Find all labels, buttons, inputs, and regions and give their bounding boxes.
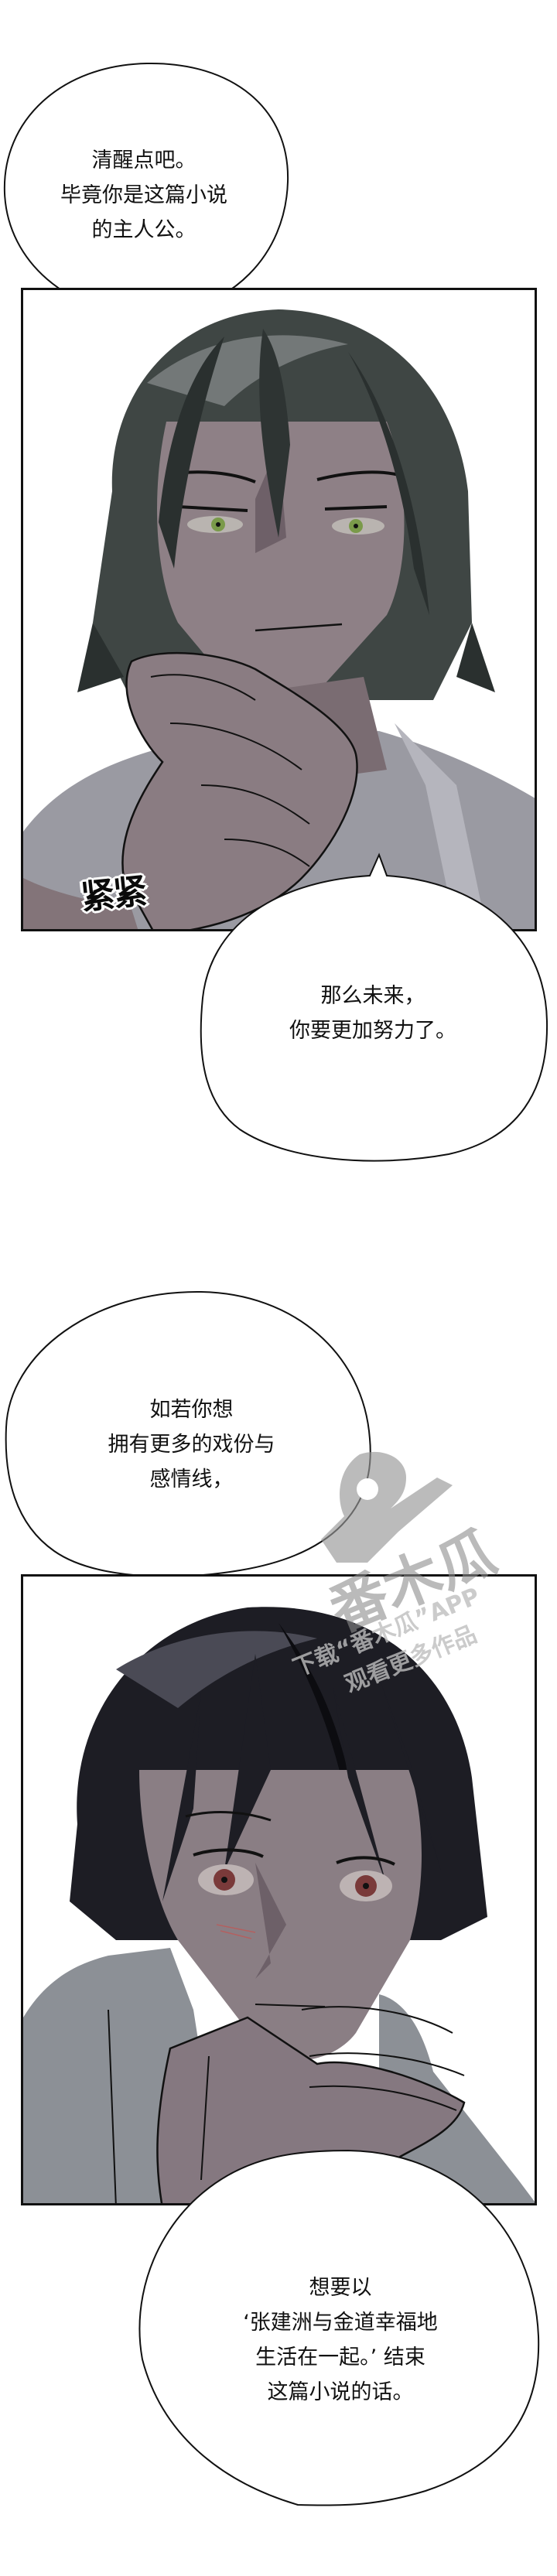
sound-effect-text: 紧紧 — [79, 871, 148, 918]
speech-bubble-4 — [138, 2149, 540, 2506]
bubble-3-line-1: 如若你想 — [149, 1398, 234, 1422]
bubble-1-line-3: 的主人公。 — [91, 218, 196, 242]
bubble-2-line-2: 你要更加努力了。 — [289, 1019, 456, 1043]
bubble-3-line-3: 感情线， — [149, 1467, 234, 1491]
bubble-4-line-4: 这篇小说的话。 — [267, 2380, 414, 2404]
comic-panel-1 — [21, 288, 537, 931]
bubble-3-text: 如若你想 拥有更多的戏份与 感情线， — [15, 1392, 367, 1497]
bubble-4-text: 想要以 ‘张建洲与金道幸福地 生活在一起。’ 结束 这篇小说的话。 — [147, 2270, 534, 2410]
bubble-2-text: 那么未来， 你要更加努力了。 — [203, 979, 543, 1048]
panel-1-illustration — [23, 309, 535, 929]
bubble-3-line-2: 拥有更多的戏份与 — [108, 1433, 275, 1457]
panel-2-illustration — [23, 1607, 535, 2203]
comic-panel-2 — [21, 1574, 537, 2205]
bubble-1-line-2: 毕竟你是这篇小说 — [60, 183, 227, 207]
speech-bubble-2 — [200, 852, 548, 1162]
bubble-4-line-2: ‘张建洲与金道幸福地 — [243, 2311, 438, 2335]
bubble-1-line-1: 清醒点吧。 — [91, 149, 196, 173]
bubble-4-line-3: 生活在一起。’ 结束 — [255, 2345, 425, 2369]
bubble-2-line-1: 那么未来， — [320, 984, 425, 1008]
bubble-1-text: 清醒点吧。 毕竟你是这篇小说 的主人公。 — [0, 143, 288, 248]
watermark-mascot-icon — [321, 1451, 453, 1563]
bubble-4-line-1: 想要以 — [309, 2276, 372, 2300]
